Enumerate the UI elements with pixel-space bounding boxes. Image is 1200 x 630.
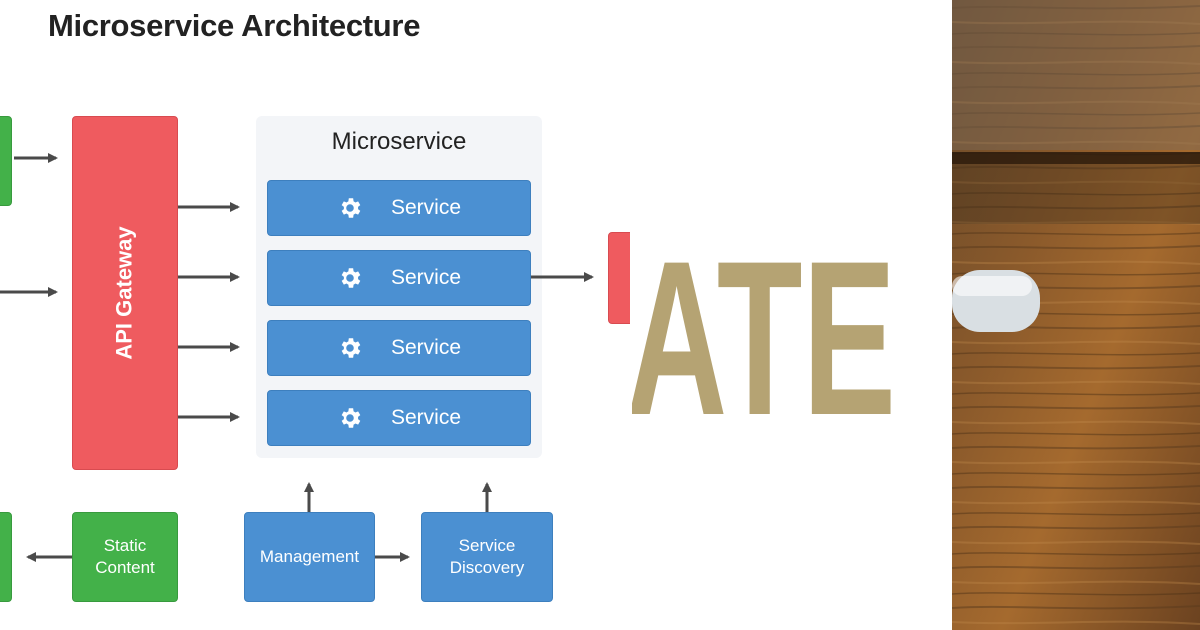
static-content-box: Static Content bbox=[72, 512, 178, 602]
gear-icon bbox=[341, 198, 361, 218]
service-box: Service bbox=[267, 320, 531, 376]
connector-arrows bbox=[0, 153, 594, 562]
static-content-label-line2: Content bbox=[95, 558, 155, 577]
service-label: Service bbox=[390, 266, 462, 289]
api-gateway: API Gateway bbox=[72, 116, 178, 470]
gear-icon bbox=[341, 408, 361, 428]
service-discovery-label-line1: Service bbox=[458, 536, 516, 555]
service-label: Service bbox=[390, 406, 462, 429]
wood-photo bbox=[952, 0, 1200, 630]
diagram-title: Microservice Architecture bbox=[48, 8, 421, 43]
management-label: Management bbox=[259, 547, 360, 566]
service-label: Service bbox=[390, 196, 462, 219]
microservice-panel-title: Microservice bbox=[331, 128, 467, 155]
gear-icon bbox=[341, 338, 361, 358]
overlay-text-panel: ATE bbox=[626, 200, 952, 461]
client-box-top bbox=[0, 116, 12, 206]
service-box: Service bbox=[267, 180, 531, 236]
service-discovery-box: Service Discovery bbox=[421, 512, 553, 602]
service-box: Service bbox=[267, 390, 531, 446]
overlay-text: ATE bbox=[632, 215, 896, 460]
architecture-diagram: Microservice Architecture API Gateway Mi… bbox=[0, 8, 630, 602]
service-label: Service bbox=[390, 336, 462, 359]
external-system-box bbox=[608, 232, 630, 324]
static-content-label-line1: Static bbox=[103, 536, 147, 555]
gear-icon bbox=[341, 268, 361, 288]
service-box: Service bbox=[267, 250, 531, 306]
management-box: Management bbox=[244, 512, 375, 602]
client-box-bottom bbox=[0, 512, 12, 602]
overlay-text-graphic: ATE bbox=[626, 215, 896, 461]
service-discovery-label-line2: Discovery bbox=[449, 558, 525, 577]
